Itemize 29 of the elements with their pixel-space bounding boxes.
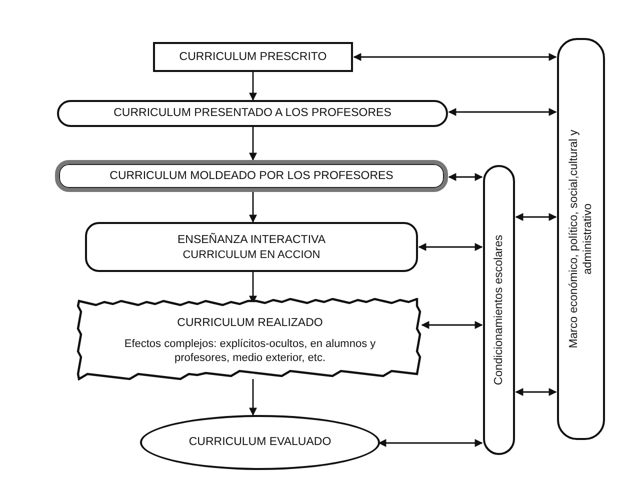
arrow [353, 53, 557, 61]
highlighted-box [55, 160, 448, 192]
node-title: CURRICULUM PRESCRITO [179, 50, 327, 64]
arrow [249, 379, 257, 416]
arrow [249, 72, 257, 101]
rounded-box [57, 100, 448, 127]
rounded-box [85, 222, 418, 272]
vertical-bar [483, 165, 515, 455]
node-title: CURRICULUM MOLDEADO POR LOS PROFESORES [110, 168, 394, 184]
vertical-bar [557, 38, 605, 440]
ellipse-node [140, 415, 380, 470]
node-title: CURRICULUM EVALUADO [188, 435, 332, 450]
bar-label: Condicionamientos escolares [492, 234, 506, 388]
arrow [448, 173, 483, 181]
node-title: CURRICULUM PRESENTADO A LOS PROFESORES [114, 106, 392, 121]
arrow [515, 388, 557, 396]
process-box [153, 42, 353, 72]
node-title: CURRICULUM REALIZADO [177, 316, 323, 330]
arrow [249, 192, 257, 223]
node-description: CURRICULUM EN ACCION [182, 248, 320, 262]
arrow [515, 213, 557, 221]
arrow [418, 243, 483, 251]
node-title: ENSEÑANZA INTERACTIVA [177, 232, 326, 248]
arrow [448, 108, 557, 116]
arrow [421, 321, 483, 329]
arrow [249, 127, 257, 161]
arrow [378, 439, 483, 447]
node-description: Efectos complejos: explícitos-ocultos, en alumnos y profesores, medio exterior, etc. [123, 336, 377, 364]
bar-label: Marco económico, político, social,cultural y administrativo [567, 128, 595, 350]
